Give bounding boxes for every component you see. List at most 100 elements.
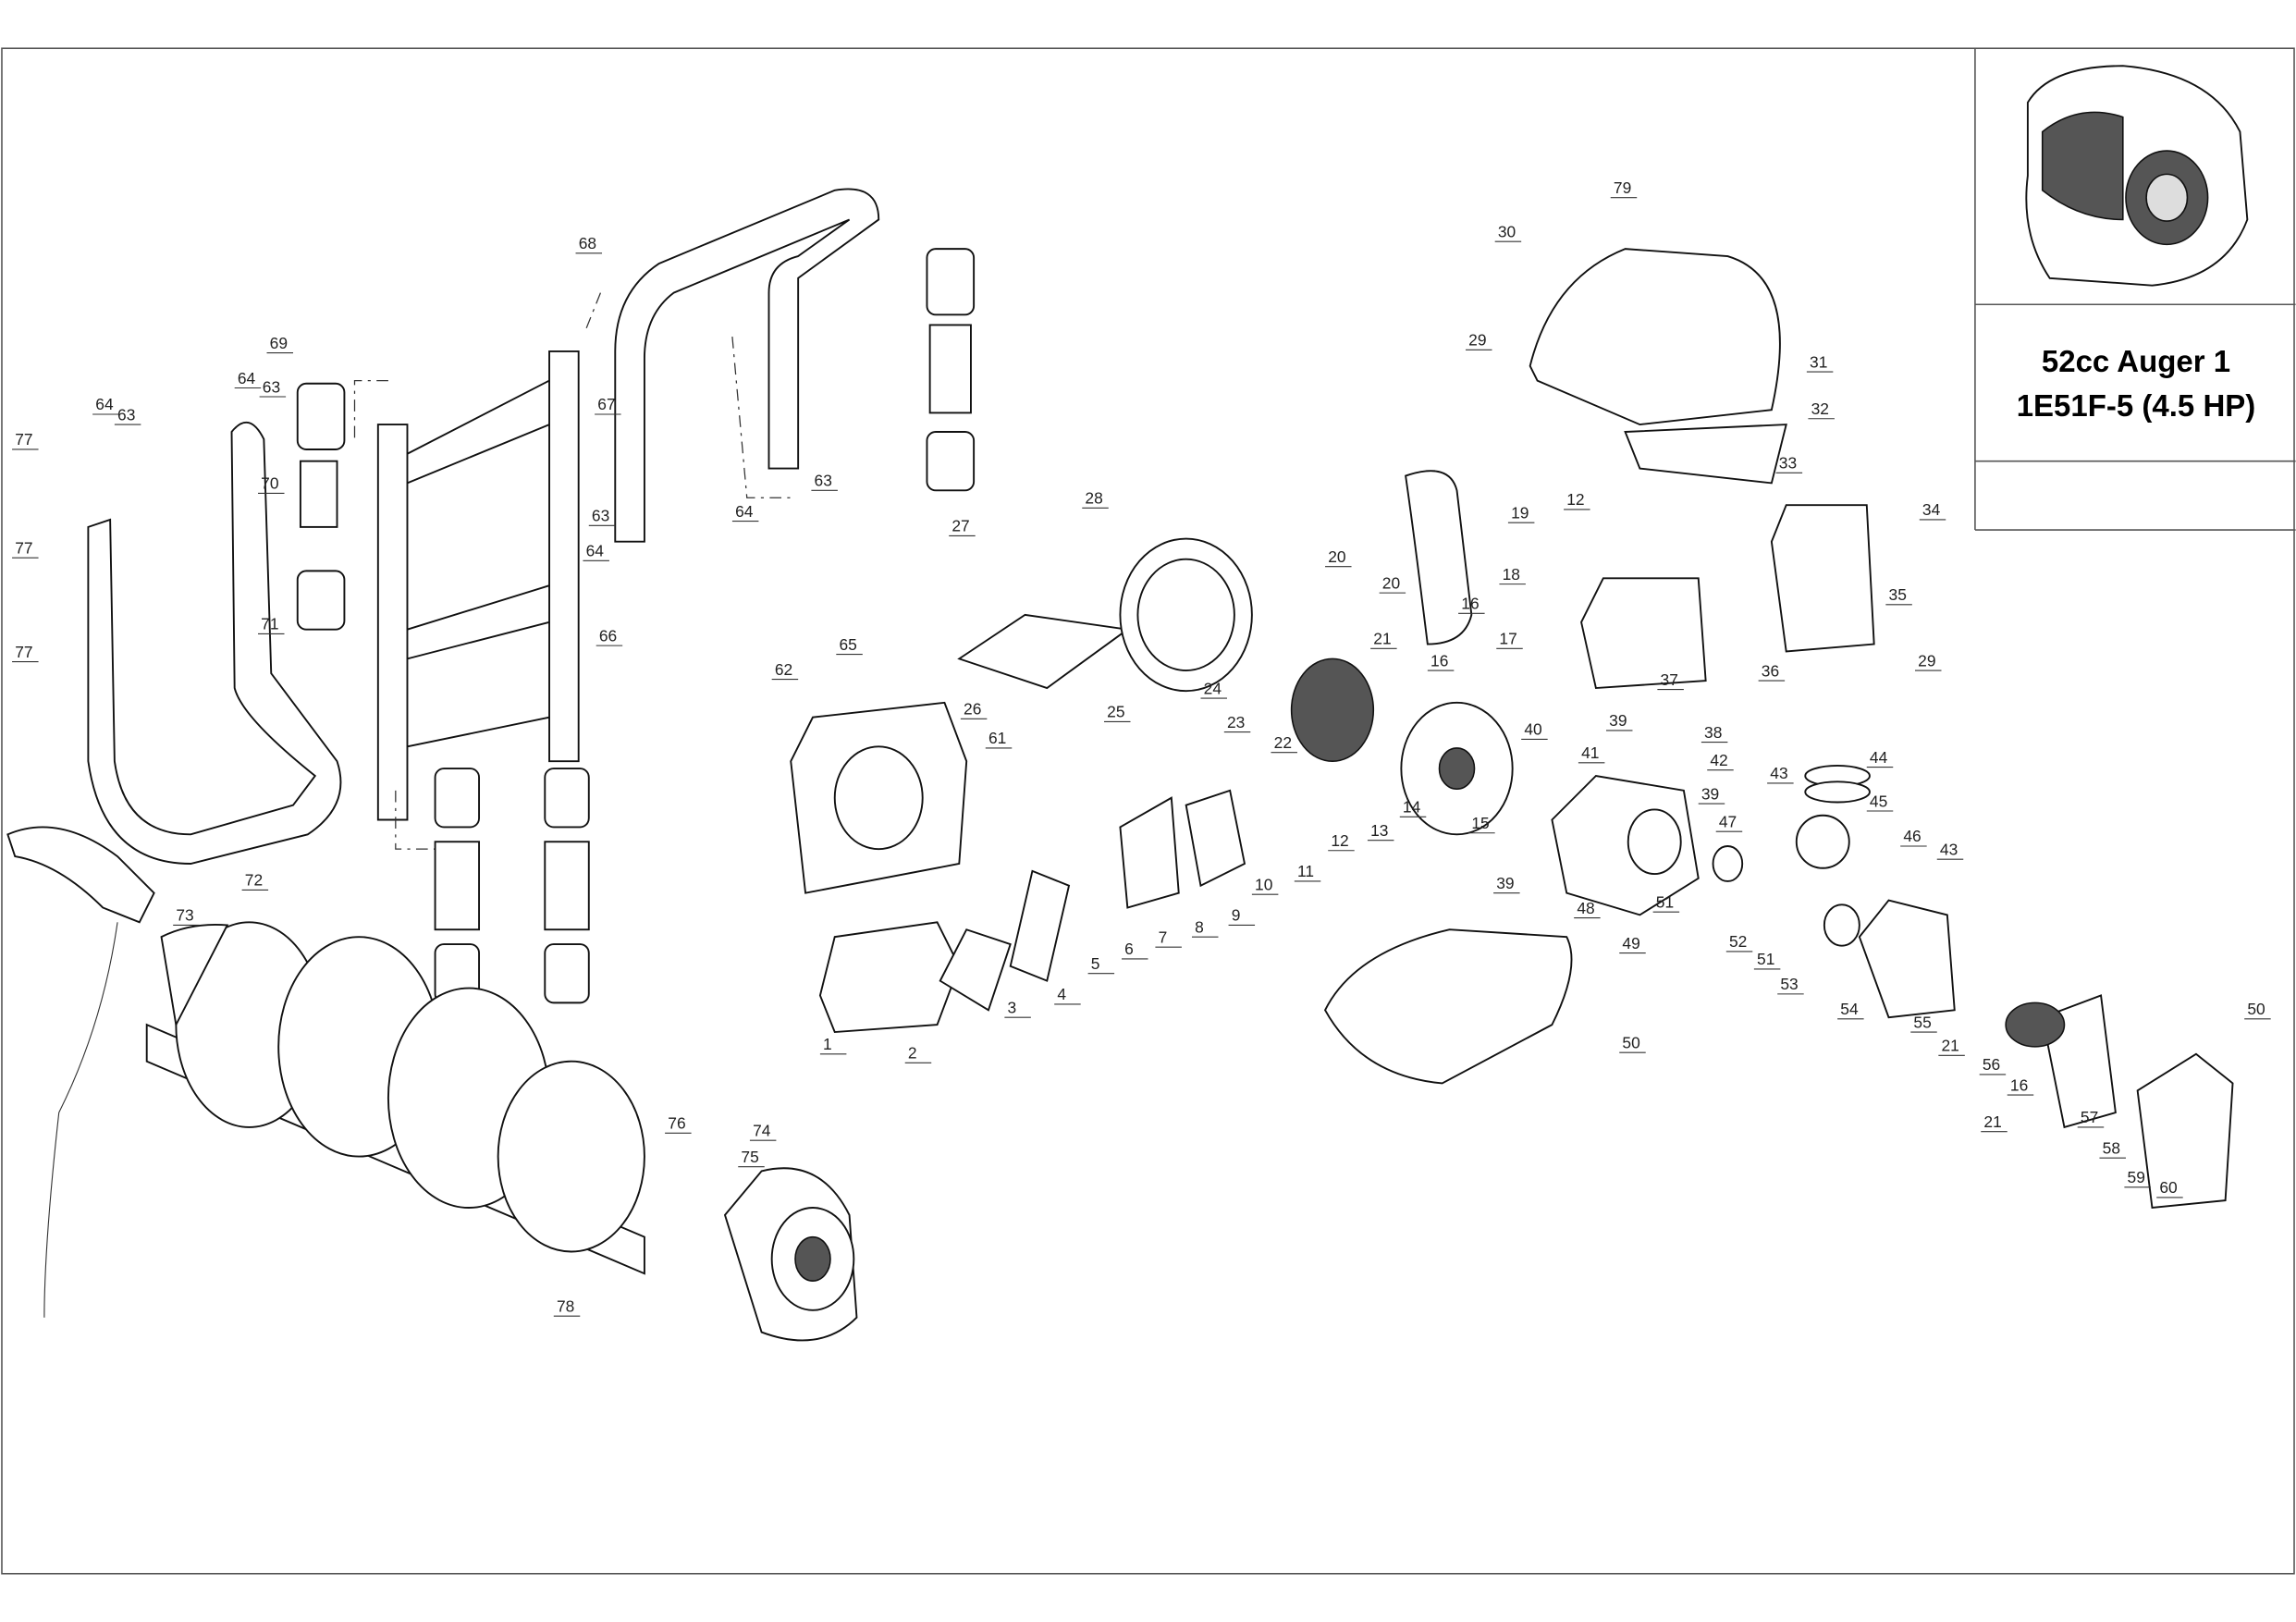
part-number-label: 65 [839,635,856,654]
part-number-label: 46 [1903,827,1921,845]
part-number-label: 41 [1581,743,1599,762]
throttle-handle-with-cable [6,826,155,1318]
part-number-label: 74 [753,1121,771,1139]
part-number-label: 30 [1498,222,1516,240]
part-number-label: 63 [117,405,135,424]
part-number-label: 12 [1331,831,1348,850]
part-number-label: 75 [741,1148,758,1166]
part-number-label: 13 [1370,821,1388,840]
part-number-label: 72 [245,871,263,890]
part-number-label: 33 [1779,454,1797,473]
part-number-label: 78 [557,1296,574,1315]
part-number-label: 50 [1622,1033,1639,1051]
part-number-label: 31 [1810,352,1827,371]
part-number-label: 51 [1757,950,1774,968]
part-number-label: 19 [1511,503,1529,522]
part-number-label: 55 [1913,1013,1931,1031]
part-number-label: 12 [1566,490,1584,509]
part-number-label: 40 [1524,720,1541,739]
part-number-label: 47 [1719,812,1737,830]
part-number-label: 76 [668,1114,685,1133]
part-number-label: 23 [1227,713,1245,731]
part-number-label: 32 [1811,399,1829,418]
part-number-label: 16 [2010,1075,2028,1094]
part-number-label: 21 [1373,630,1391,648]
part-number-label: 77 [15,430,32,449]
part-number-label: 27 [952,517,969,535]
part-number-label: 69 [270,334,288,352]
part-number-label: 63 [592,507,609,525]
part-number-label: 49 [1622,934,1639,952]
part-number-label: 44 [1870,748,1888,767]
part-number-label: 60 [2159,1178,2177,1197]
part-number-label: 17 [1499,630,1516,648]
part-number-label: 36 [1762,661,1779,680]
part-number-label: 9 [1232,906,1241,925]
part-number-label: 18 [1503,565,1520,584]
part-number-label: 45 [1870,792,1887,810]
part-number-label: 15 [1471,814,1489,832]
part-number-label: 63 [263,377,280,396]
gearbox [723,1167,858,1342]
part-number-label: 66 [599,626,617,645]
part-number-label: 71 [261,615,278,633]
part-number-label: 28 [1085,489,1102,508]
part-number-label: 16 [1461,595,1479,613]
part-number-label: 64 [95,395,114,413]
part-number-label: 56 [1983,1055,2000,1074]
title-block: 52cc Auger 1 1E51F-5 (4.5 HP) [1976,305,2296,462]
part-number-label: 62 [775,660,792,679]
part-number-label: 35 [1889,585,1907,604]
part-number-label: 3 [1008,998,1017,1016]
part-number-label: 25 [1107,703,1124,721]
part-number-label: 8 [1195,917,1204,936]
model-title: 52cc Auger 1 [2041,344,2231,379]
part-number-label: 20 [1328,547,1345,566]
part-number-label: 77 [15,538,32,557]
engine-components [790,248,2234,1210]
part-number-label: 64 [586,542,605,560]
part-number-label: 64 [735,502,754,521]
part-number-label: 2 [908,1044,917,1063]
part-number-label: 22 [1274,733,1292,752]
part-number-label: 42 [1710,751,1727,769]
engine-model: 1E51F-5 (4.5 HP) [2016,388,2256,423]
part-number-label: 1 [823,1035,832,1053]
part-number-label: 26 [964,700,981,719]
part-number-label: 37 [1661,670,1678,689]
part-number-label: 67 [597,395,615,413]
part-number-label: 51 [1656,892,1674,911]
part-number-label: 29 [1918,651,1935,670]
part-number-label: 5 [1091,954,1100,973]
part-number-label: 57 [2081,1108,2098,1126]
auger-bit [145,921,645,1275]
part-number-label: 4 [1057,985,1066,1003]
part-number-label: 34 [1922,500,1941,519]
part-number-label: 6 [1124,940,1134,958]
part-number-label: 43 [1770,764,1787,782]
part-number-label: 53 [1780,975,1798,993]
part-number-label: 11 [1297,862,1314,880]
part-number-label: 61 [988,729,1006,747]
part-number-label: 39 [1496,874,1514,892]
part-number-label: 73 [176,906,193,925]
part-number-label: 70 [261,474,278,493]
part-number-label: 7 [1159,928,1168,946]
part-number-label: 24 [1204,679,1222,697]
part-number-label: 64 [238,369,256,387]
drawing-border [1,47,2295,1575]
part-number-label: 38 [1704,723,1722,742]
part-number-label: 10 [1255,875,1272,893]
part-number-label: 39 [1701,784,1719,803]
part-number-label: 48 [1577,899,1594,917]
part-number-label: 43 [1940,840,1958,858]
part-number-label: 16 [1430,651,1448,670]
part-number-label: 50 [2247,1000,2265,1018]
part-number-label: 21 [1942,1037,1959,1055]
engine-thumbnail-image [2025,65,2249,287]
part-number-label: 52 [1729,932,1747,951]
part-number-label: 79 [1614,178,1631,197]
